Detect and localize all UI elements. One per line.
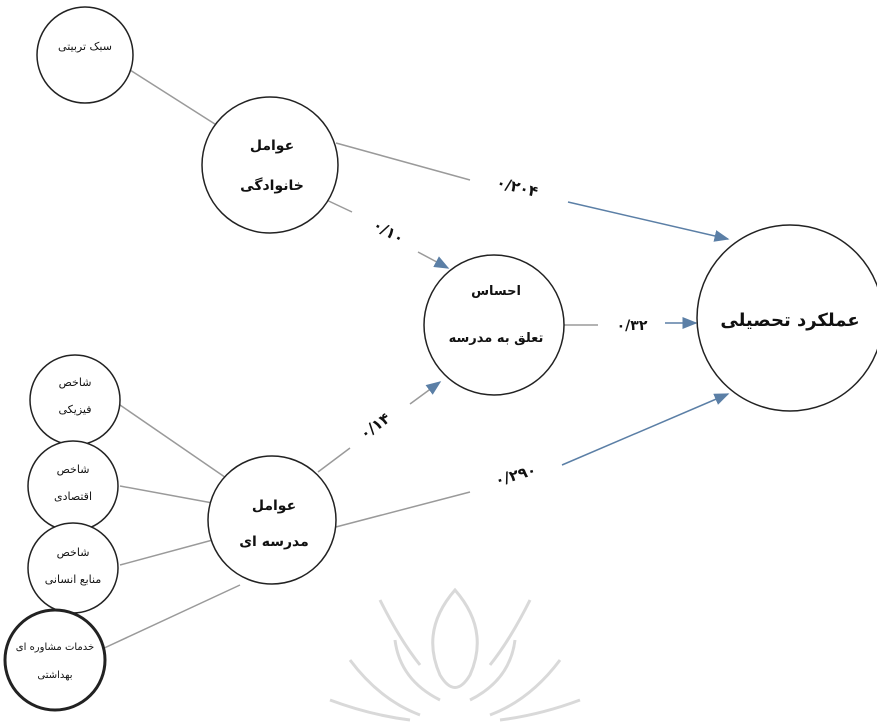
node-label-line: احساس: [471, 284, 521, 299]
edge-family-performance-arrow: [567, 201, 730, 242]
connector-lines: [99, 69, 241, 651]
node-label-line: عوامل: [250, 138, 294, 154]
edge-school-belonging-arrow: [409, 381, 442, 405]
node-label-line: شاخص: [59, 376, 92, 389]
node-label-line: فیزیکی: [59, 403, 92, 416]
coef-school-performance: ۰/۲۹۰: [493, 461, 538, 490]
node-label-line: عملکرد تحصیلی: [720, 310, 859, 331]
edge-economic-school: [119, 485, 219, 505]
coef-family-performance: ۰/۲۰۴: [495, 173, 540, 201]
coef-school-belonging: ۰/۱۴: [356, 409, 393, 443]
watermark-ornament: [329, 587, 581, 722]
node-label-line: منابع انسانی: [45, 573, 102, 586]
coef-family-belonging: ۰/۱۰: [370, 216, 408, 248]
edge-school-performance: [331, 491, 471, 529]
node-academic-performance: عملکرد تحصیلی: [696, 224, 877, 412]
node-label-line: شاخص: [57, 463, 90, 476]
node-school-factors: عوامل مدرسه ای: [207, 455, 337, 585]
edge-parenting-family: [129, 69, 219, 127]
edge-school-performance-arrow: [561, 393, 730, 466]
edge-family-belonging-arrow: [417, 251, 450, 269]
node-parenting-style: سبک تربیتی: [36, 6, 134, 104]
node-physical-index: شاخص فیزیکی: [29, 354, 121, 446]
node-human-resources-index: شاخص منابع انسانی: [27, 522, 119, 614]
node-label-line: خدمات مشاوره ای: [16, 642, 94, 653]
edge-physical-school: [119, 404, 233, 483]
node-economic-index: شاخص اقتصادی: [27, 440, 119, 532]
coef-belonging-performance: ۰/۳۲: [617, 318, 648, 334]
edge-family-performance: [335, 142, 471, 181]
path-edges: [317, 142, 730, 529]
node-label-line: تعلق به مدرسه: [449, 331, 544, 346]
node-label-line: عوامل: [252, 498, 296, 514]
node-school-belonging: احساس تعلق به مدرسه: [423, 254, 565, 396]
edge-human-school: [119, 537, 221, 566]
node-health-counseling-services: خدمات مشاوره ای بهداشتی: [3, 608, 107, 712]
node-label-line: بهداشتی: [37, 670, 72, 681]
node-label-line: اقتصادی: [54, 490, 92, 503]
node-label-line: سبک تربیتی: [58, 40, 112, 53]
edge-school-belonging: [317, 447, 351, 473]
edge-health-school: [99, 584, 241, 651]
node-label-line: مدرسه ای: [239, 534, 309, 550]
node-family-factors: عوامل خانوادگی: [201, 96, 339, 234]
node-label-line: شاخص: [57, 546, 90, 559]
node-label-line: خانوادگی: [240, 177, 304, 194]
